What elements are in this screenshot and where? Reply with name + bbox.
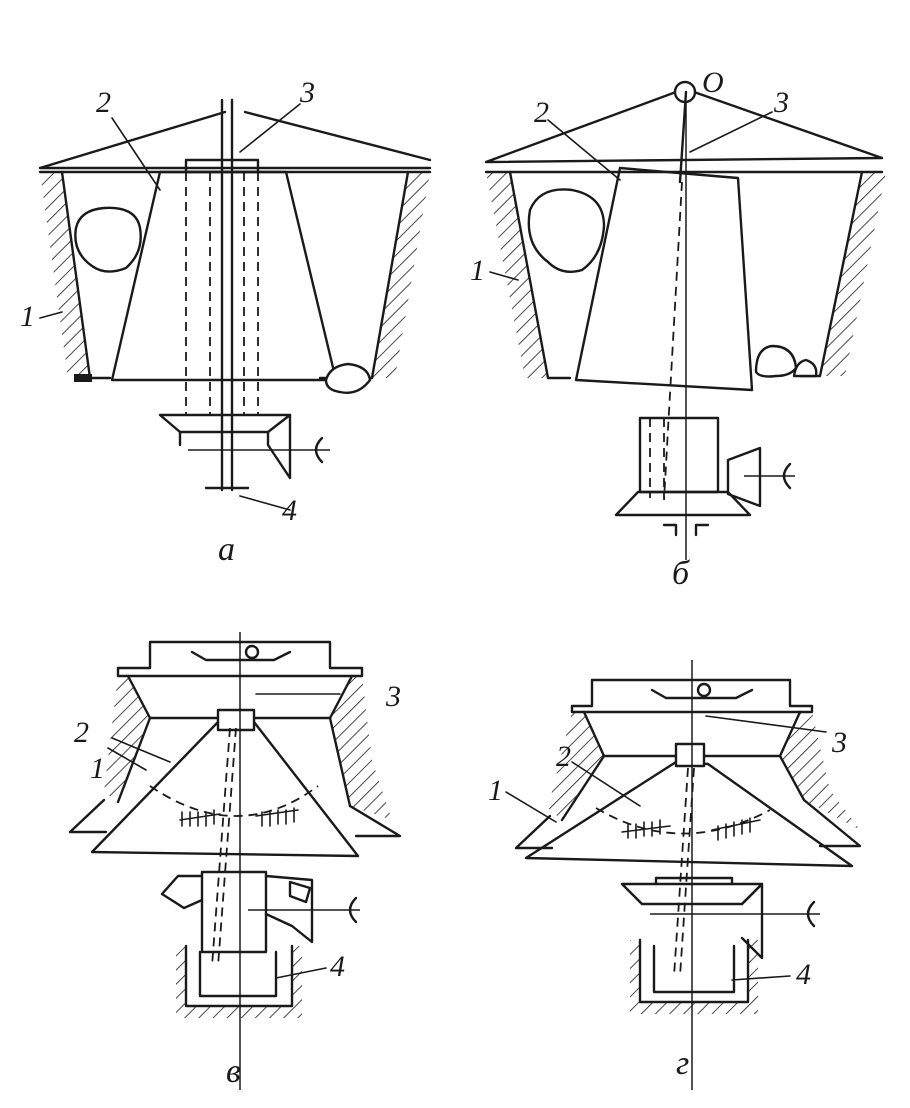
panel-a-gear bbox=[158, 413, 292, 434]
panel-v-label-1: 1 bbox=[90, 752, 105, 785]
panel-a-label-2: 2 bbox=[96, 86, 111, 119]
panel-a-label-3: 3 bbox=[299, 76, 315, 109]
panel-v-caption: в bbox=[226, 1053, 241, 1090]
panel-g-wall-hatch-right bbox=[780, 712, 860, 830]
panel-a-drive-icon bbox=[314, 436, 324, 464]
panel-v-wall-hatch-right bbox=[330, 676, 392, 820]
panel-g-cone bbox=[524, 760, 854, 868]
panel-v-bearing bbox=[184, 944, 294, 1008]
panel-b-wall-hatch-right bbox=[820, 172, 886, 376]
panel-b-rock-large bbox=[527, 188, 606, 273]
panel-b-label-2: 2 bbox=[534, 96, 549, 129]
panel-a-bowl bbox=[60, 170, 410, 380]
panel-b-cone bbox=[574, 166, 754, 392]
panel-a-wall-hatch-right bbox=[372, 172, 430, 378]
panel-b-bearing bbox=[662, 523, 710, 537]
panel-b-caption: б bbox=[672, 555, 691, 592]
panel-g-label-1: 1 bbox=[488, 774, 503, 807]
panel-b-gear bbox=[638, 416, 720, 494]
panel-a-label-4: 4 bbox=[282, 494, 297, 527]
panel-a-rock-small bbox=[324, 362, 372, 394]
panel-a-rock-large bbox=[74, 206, 142, 273]
panel-b-drive-icon bbox=[782, 462, 792, 490]
panel-g-drive-icon bbox=[806, 900, 816, 928]
panel-v-drive-icon bbox=[348, 896, 358, 924]
panel-v-label-3: 3 bbox=[385, 680, 401, 713]
panel-g: 1 2 3 4 г bbox=[488, 660, 862, 1090]
panel-v: 1 2 3 4 в bbox=[68, 632, 402, 1090]
panel-b-label-o: O bbox=[702, 66, 724, 99]
panel-b-label-3: 3 bbox=[773, 86, 789, 119]
panel-v-wall-hatch-left bbox=[104, 676, 150, 802]
panel-g-label-4: 4 bbox=[796, 958, 811, 991]
panel-v-gear bbox=[200, 870, 268, 954]
panel-b-label-1: 1 bbox=[470, 254, 485, 287]
panel-a: 1 2 3 4 а bbox=[20, 76, 432, 568]
panel-a-shaft bbox=[220, 98, 234, 492]
panel-g-label-2: 2 bbox=[556, 740, 571, 773]
panel-g-frame bbox=[570, 678, 814, 714]
panel-v-label-2: 2 bbox=[74, 716, 89, 749]
panel-b: 1 2 3 O б bbox=[470, 66, 886, 592]
panel-b-wall-hatch-left bbox=[486, 172, 548, 378]
panel-a-caption: а bbox=[218, 531, 235, 568]
panel-g-wall-hatch-left bbox=[548, 712, 604, 820]
panel-a-roof bbox=[38, 110, 432, 170]
panel-v-frame bbox=[116, 640, 364, 678]
panel-v-label-4: 4 bbox=[330, 950, 345, 983]
panel-b-roof bbox=[484, 90, 884, 164]
panel-a-label-1: 1 bbox=[20, 300, 35, 333]
panel-a-wall-hatch-left bbox=[40, 172, 90, 378]
panel-a-cone bbox=[110, 170, 338, 382]
panel-g-bearing bbox=[638, 938, 750, 1004]
panel-g-label-3: 3 bbox=[831, 726, 847, 759]
panel-b-shaft bbox=[678, 90, 688, 184]
panel-g-caption: г bbox=[676, 1045, 689, 1082]
panel-b-rock-small bbox=[754, 344, 798, 378]
